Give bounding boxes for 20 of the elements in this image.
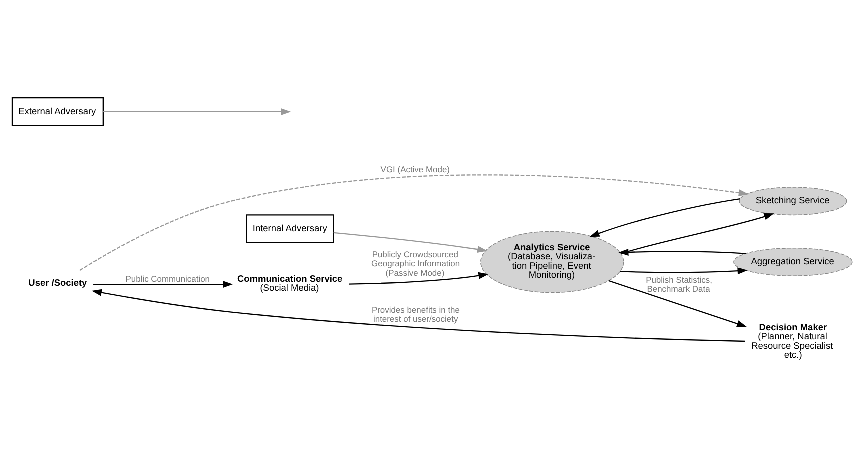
node-box: Internal Adversary: [246, 214, 334, 244]
arrow: [608, 280, 748, 327]
arrow: [334, 232, 488, 253]
arrow: [94, 280, 234, 288]
edge-label: Public Communication: [126, 274, 210, 284]
arrow: [80, 174, 749, 271]
edge-label: Publish Statistics, Benchmark Data: [646, 274, 712, 294]
arrow: [92, 288, 746, 342]
arrow: [620, 267, 748, 274]
node-text: Decision Maker (Planner, Natural Resource Specialist etc.): [752, 322, 834, 360]
arrow: [104, 108, 292, 115]
edge-label: Publicly Crowdsourced Geographic Information (Passive Mode): [372, 248, 460, 278]
edge-label: VGI (Active Mode): [380, 164, 450, 174]
arrow: [590, 198, 740, 237]
arrow: [621, 212, 774, 254]
node-box: External Adversary: [12, 97, 104, 126]
node-text: User /Society: [28, 278, 88, 288]
node-text: Communication Service (Social Media): [237, 273, 343, 293]
arrow: [349, 272, 489, 284]
edge-label: Provides benefits in the interest of user/society: [372, 304, 460, 324]
